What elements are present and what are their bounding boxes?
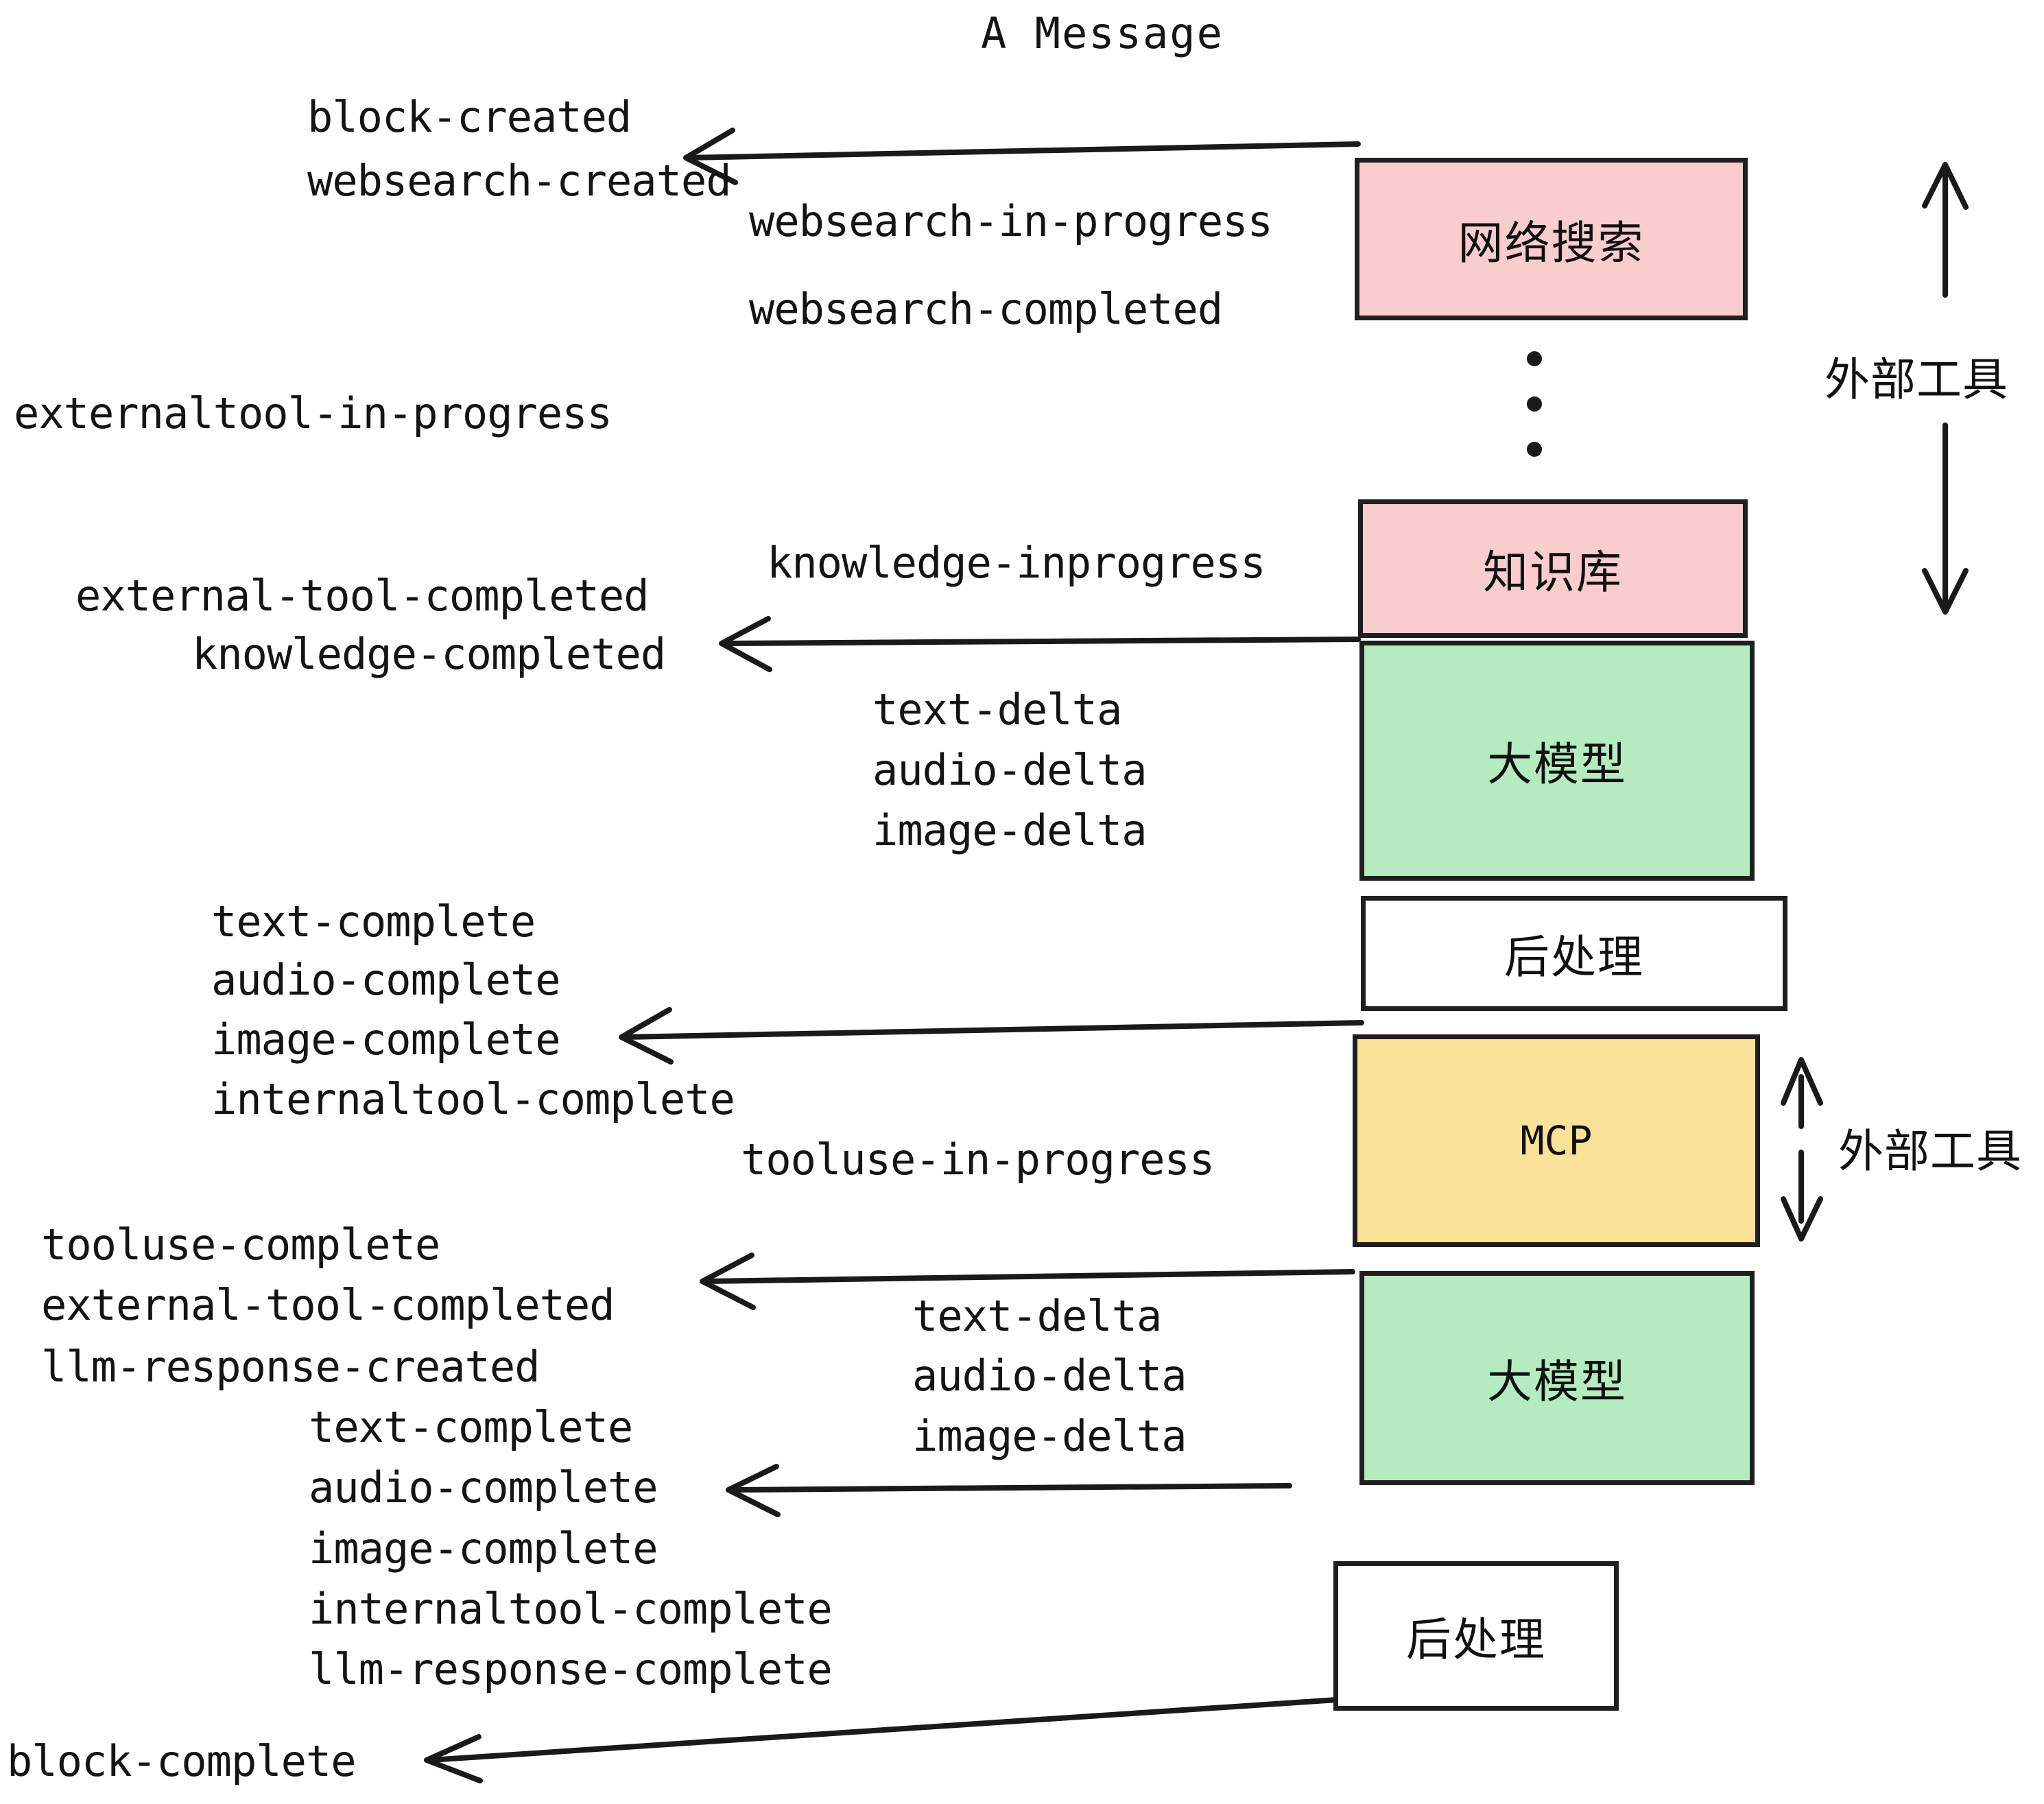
- box-knowledge-label: 知识库: [1483, 546, 1623, 599]
- event-block-created: block-created: [307, 92, 632, 142]
- event-llm-response-complete: llm-response-complete: [309, 1644, 833, 1694]
- box-llm-2[interactable]: 大模型: [1359, 1271, 1755, 1485]
- event-image-delta-2: image-delta: [912, 1411, 1187, 1461]
- event-tooluse-complete: tooluse-complete: [41, 1220, 440, 1270]
- event-audio-complete-2: audio-complete: [309, 1462, 658, 1512]
- event-websearch-created: websearch-created: [307, 156, 732, 206]
- event-image-delta-1: image-delta: [872, 805, 1148, 855]
- event-text-delta-2: text-delta: [912, 1291, 1162, 1341]
- dot-2: [1527, 396, 1542, 412]
- event-knowledge-completed: knowledge-completed: [192, 629, 666, 679]
- event-audio-complete-1: audio-complete: [211, 955, 561, 1005]
- event-externaltool-in-progress: externaltool-in-progress: [14, 388, 613, 438]
- arrow-postprocess-to-imagecomplete: [619, 1007, 1364, 1065]
- event-block-complete: block-complete: [7, 1736, 357, 1786]
- event-internaltool-complete-2: internaltool-complete: [309, 1584, 833, 1634]
- box-mcp[interactable]: MCP: [1353, 1034, 1760, 1247]
- event-image-complete-2: image-complete: [309, 1523, 658, 1574]
- arrow-llm-to-audiocomplete: [726, 1464, 1292, 1517]
- event-audio-delta-2: audio-delta: [912, 1351, 1187, 1401]
- box-postprocess-1-label: 后处理: [1504, 931, 1644, 984]
- dot-1: [1527, 351, 1542, 366]
- event-tooluse-in-progress: tooluse-in-progress: [741, 1135, 1215, 1185]
- arrow-knowledge-to-knowledgecompleted: [719, 616, 1361, 672]
- event-external-tool-completed-1: external-tool-completed: [75, 571, 650, 621]
- event-llm-response-created: llm-response-created: [41, 1342, 540, 1392]
- event-text-complete-1: text-complete: [211, 897, 536, 947]
- box-llm-1-label: 大模型: [1487, 738, 1627, 791]
- box-knowledge[interactable]: 知识库: [1358, 499, 1748, 638]
- external-tool-bracket-bottom: [1781, 1057, 1823, 1242]
- box-postprocess-2[interactable]: 后处理: [1333, 1561, 1619, 1711]
- box-mcp-label: MCP: [1520, 1117, 1593, 1164]
- arrow-postprocess-to-blockcomplete: [424, 1697, 1340, 1783]
- box-postprocess-2-label: 后处理: [1406, 1613, 1546, 1666]
- event-websearch-completed: websearch-completed: [749, 284, 1223, 334]
- box-websearch-label: 网络搜索: [1458, 216, 1645, 270]
- side-label-external-tool-bottom: 外部工具: [1838, 1125, 2022, 1178]
- box-postprocess-1[interactable]: 后处理: [1361, 896, 1787, 1011]
- event-text-delta-1: text-delta: [872, 685, 1122, 735]
- event-image-complete-1: image-complete: [211, 1014, 561, 1065]
- side-label-external-tool-top: 外部工具: [1825, 353, 2008, 406]
- event-websearch-in-progress: websearch-in-progress: [749, 196, 1273, 246]
- box-websearch[interactable]: 网络搜索: [1355, 158, 1748, 320]
- box-llm-1[interactable]: 大模型: [1359, 641, 1755, 881]
- dot-3: [1527, 442, 1542, 457]
- event-internaltool-complete-1: internaltool-complete: [211, 1074, 735, 1124]
- event-audio-delta-1: audio-delta: [872, 745, 1148, 795]
- diagram-title: A Message: [981, 8, 1224, 58]
- event-external-tool-completed-2: external-tool-completed: [41, 1280, 615, 1330]
- arrow-websearch-to-blockcreated: [683, 128, 1361, 185]
- event-knowledge-inprogress: knowledge-inprogress: [767, 538, 1266, 588]
- box-llm-2-label: 大模型: [1487, 1355, 1627, 1408]
- event-text-complete-2: text-complete: [309, 1402, 633, 1452]
